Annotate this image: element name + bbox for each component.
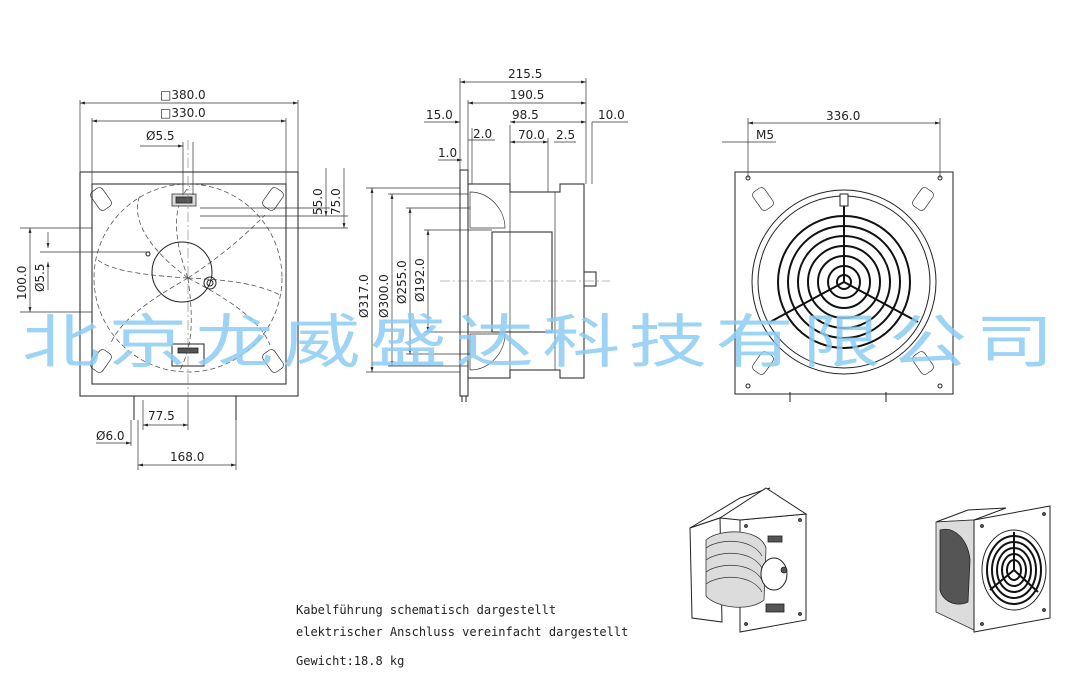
iso-view-rear xyxy=(935,505,1051,633)
front-view: □380.0 □330.0 Ø5.5 55.0 75.0 100.0 Ø5.5 … xyxy=(15,88,348,470)
side-view: 215.5 190.5 15.0 2.0 98.5 70.0 2.5 10.0 … xyxy=(357,67,628,402)
front-plate-outer xyxy=(79,171,299,397)
front-dim-dia55-top: Ø5.5 xyxy=(146,129,175,143)
company-watermark: 北京龙威盛达科技有限公司 xyxy=(22,308,1062,376)
side-dim-dia255: Ø255.0 xyxy=(395,260,409,304)
front-blades xyxy=(97,185,281,371)
iso2-plate xyxy=(973,505,1051,633)
front-dim-77-5: 77.5 xyxy=(148,409,175,423)
front-hub xyxy=(151,241,213,303)
front-dim-380: □380.0 xyxy=(160,88,206,102)
side-dim-dia192: Ø192.0 xyxy=(413,258,427,302)
front-dim-330: □330.0 xyxy=(160,106,206,120)
side-dim-1: 1.0 xyxy=(438,146,457,160)
side-dim-2-5: 2.5 xyxy=(556,128,575,142)
side-dim-70: 70.0 xyxy=(518,128,545,142)
front-dim-168: 168.0 xyxy=(170,450,204,464)
front-dim-dia6: Ø6.0 xyxy=(96,429,125,443)
front-dim-100: 100.0 xyxy=(15,266,29,300)
front-dim-55: 55.0 xyxy=(311,188,325,215)
side-dim-10: 10.0 xyxy=(598,108,625,122)
side-dim-15: 15.0 xyxy=(426,108,453,122)
rear-view: 336.0 M5 xyxy=(722,109,954,402)
front-hub-bolt xyxy=(203,276,217,290)
note-weight: Gewicht:18.8 kg xyxy=(296,654,404,668)
front-dim-dia55-left: Ø5.5 xyxy=(33,263,47,292)
rear-plate xyxy=(734,171,954,395)
side-dim-190-5: 190.5 xyxy=(510,88,544,102)
iso-view-front xyxy=(689,487,808,633)
note-cable-routing: Kabelführung schematisch dargestellt xyxy=(296,603,556,617)
side-dim-2: 2.0 xyxy=(473,127,492,141)
side-hub-bolt xyxy=(583,271,597,287)
side-dim-215-5: 215.5 xyxy=(508,67,542,81)
note-electrical-connection: elektrischer Anschluss vereinfacht darge… xyxy=(296,625,628,639)
rear-corner-slots xyxy=(752,187,934,375)
rear-dim-336: 336.0 xyxy=(826,109,860,123)
front-dim-75: 75.0 xyxy=(329,188,343,215)
side-dim-98-5: 98.5 xyxy=(512,108,539,122)
side-motor xyxy=(491,231,553,333)
rear-outer-ring xyxy=(751,189,937,375)
side-dim-dia317: Ø317.0 xyxy=(357,274,371,318)
rear-dim-m5: M5 xyxy=(756,128,774,142)
side-dim-dia300: Ø300.0 xyxy=(377,274,391,318)
